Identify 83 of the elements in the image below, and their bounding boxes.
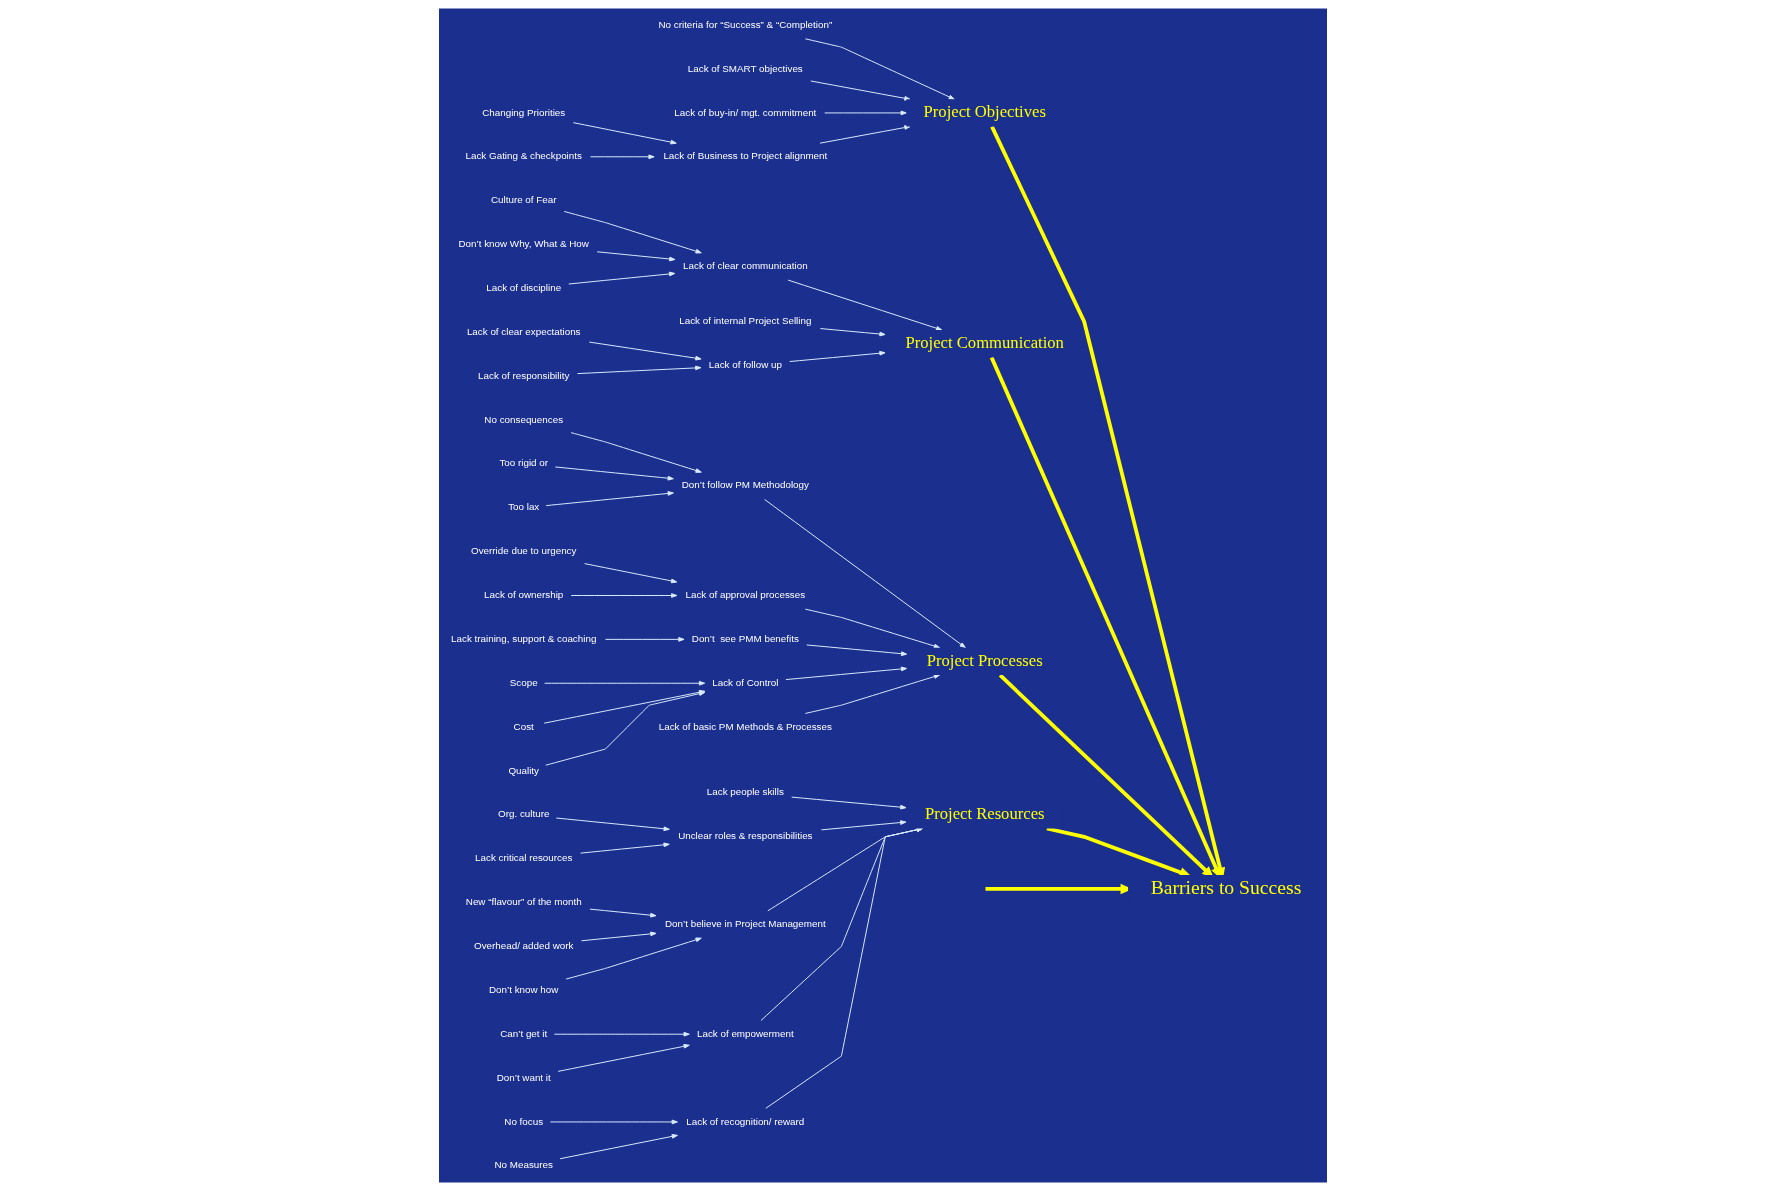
arrow (545, 491, 674, 507)
node-text: Cost (513, 720, 534, 732)
node-text: Don’t see PMM benefits (691, 632, 799, 644)
node-text: Project Objectives (923, 102, 1046, 122)
node-text: Lack of discipline (485, 281, 561, 293)
arrow (580, 931, 657, 942)
arrow (583, 563, 677, 584)
arrow (555, 817, 670, 832)
arrow (823, 110, 907, 116)
arrow (805, 644, 907, 657)
arrow (604, 637, 685, 642)
node-text: Don’t believe in Project Management (664, 918, 826, 930)
node-text: Can’t get it (499, 1027, 547, 1039)
arrow (588, 908, 656, 918)
arrow (596, 251, 675, 262)
node-text: Project Communication (905, 332, 1064, 352)
node-text: Lack of Control (711, 676, 778, 688)
node-text: Lack of empowerment (696, 1027, 794, 1039)
node-text: No focus (503, 1115, 543, 1127)
arrow (567, 271, 675, 285)
node-text: Lack of recognition/ reward (685, 1115, 804, 1127)
arrow (589, 154, 655, 160)
node-text: Lack of follow up (708, 359, 782, 371)
arrow (549, 1119, 678, 1125)
node-text: Lack critical resources (474, 852, 572, 864)
arrow (554, 466, 674, 481)
arrow (764, 827, 923, 1109)
node-text: Lack Gating & checkpoints (465, 150, 582, 162)
node-text: Override due to urgency (470, 545, 576, 557)
node-text: No consequences (483, 413, 563, 425)
node-text: Project Processes (926, 650, 1043, 670)
arrow (588, 341, 702, 361)
node-text: Quality (507, 764, 539, 776)
node-text: No Measures (493, 1159, 553, 1171)
node-text: Don’t know Why, What & How (458, 238, 589, 250)
node-text: Lack of ownership (483, 589, 563, 601)
node-text: Too rigid or (498, 457, 548, 469)
arrow (579, 842, 670, 854)
node-text: Org. culture (497, 808, 549, 820)
arrow (804, 674, 940, 714)
node-text: Don’t want it (496, 1071, 551, 1083)
arrow (557, 1043, 690, 1072)
arrow (570, 432, 702, 473)
arrow (570, 593, 677, 598)
node-text: Lack of approval processes (685, 589, 805, 601)
arrow (820, 820, 906, 831)
arrow (787, 279, 942, 331)
node-text: Culture of Fear (490, 194, 556, 206)
node-text: Lack of Business to Project alignment (662, 150, 827, 162)
node-text: Changing Priorities (481, 106, 565, 118)
arrow (553, 1031, 690, 1037)
node-text: Lack of buy-in/ mgt. commitment (673, 106, 816, 118)
arrow (563, 210, 702, 254)
node-text: Lack of clear communication (682, 260, 808, 272)
node-text: Lack of clear expectations (466, 325, 581, 337)
node-text: No criteria for “Success” & “Completion” (657, 18, 832, 30)
node-text: Lack of responsibility (477, 369, 569, 381)
arrow (788, 350, 886, 362)
node-text: Scope (509, 676, 538, 688)
arrow (760, 827, 923, 1021)
arrow (576, 365, 701, 375)
node-text: Lack of internal Project Selling (678, 315, 811, 327)
arrow (565, 937, 702, 980)
arrow (763, 498, 966, 649)
arrow (766, 827, 923, 912)
arrow (819, 328, 886, 337)
arrow (784, 666, 907, 681)
node-text: Lack people skills (706, 786, 784, 798)
node-text: Unclear roles & responsibilities (677, 830, 813, 842)
node-text: Lack of basic PM Methods & Processes (658, 720, 832, 732)
arrow (790, 796, 906, 810)
node-text: Lack training, support & coaching (450, 632, 596, 644)
node-text: Don’t follow PM Methodology (681, 479, 809, 491)
node-text: Don’t know how (488, 983, 558, 995)
arrow (543, 680, 705, 686)
arrow (559, 1134, 678, 1160)
arrow (804, 608, 940, 649)
arrow (572, 122, 677, 145)
node-text: New “flavour” of the month (465, 896, 582, 908)
node-text: Overhead/ added work (473, 940, 573, 952)
node-text: Too lax (507, 501, 539, 513)
node-text: Project Resources (924, 804, 1045, 824)
node-text: Lack of SMART objectives (687, 62, 803, 74)
